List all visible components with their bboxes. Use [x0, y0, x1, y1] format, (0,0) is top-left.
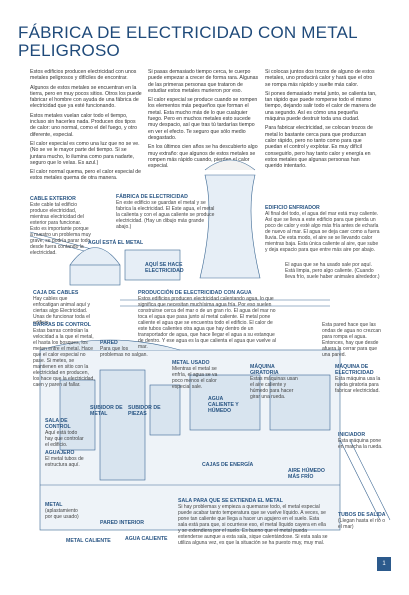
label-metal: METAL(aplastamiento por que usado) [45, 502, 79, 520]
label-aire-humedo: AIRE HÚMEDO MÁS FRÍO [288, 468, 325, 480]
label-cajas-energia: CAJAS DE ENERGÍA [202, 462, 254, 468]
paragraph: El calor especial se produce cuando se r… [148, 97, 258, 141]
label-pared-agua: Esta pared hace que las ondas de agua no… [322, 322, 381, 358]
paragraph: Algunos de estos metales se encuentran e… [30, 84, 142, 110]
paragraph: El calor normal quema, pero el calor esp… [30, 169, 142, 182]
turbine-hall [124, 249, 181, 281]
paragraph: Si pasas demasiado tiempo cerca, te cuer… [148, 69, 259, 94]
paragraph: Para fabricar electricidad, se colocan t… [265, 125, 373, 170]
label-agua-esta-metal: AGUÍ ESTÁ EL METAL [88, 240, 144, 246]
paragraph: Si pones demasiado metal junto, se calie… [265, 90, 377, 123]
label-metal-caliente: METAL CALIENTE [66, 538, 111, 544]
paragraph: Estos metales vuelan calor todo el tiemp… [30, 112, 137, 138]
label-agua-caliente: AGUA CALIENTE [125, 536, 168, 542]
paragraph: En los últimos cien años se ha descubier… [148, 144, 258, 170]
outlet-pipe [349, 439, 391, 521]
spent-fuel [149, 384, 181, 436]
generator [269, 374, 331, 431]
paragraph: Si colocas juntos dos trozos de alguno d… [265, 69, 375, 88]
cooling-tower [199, 174, 261, 279]
containment-dome [39, 339, 181, 351]
power-line [29, 231, 96, 251]
intro-column-3: Si colocas juntos dos trozos de alguno d… [265, 69, 377, 172]
label-agua-hace-electricidad: AQUÍ SE HACE ELECTRICIDAD [145, 262, 184, 274]
reactor-core [99, 369, 146, 481]
steam-cloud [204, 159, 256, 171]
paragraph: El calor especial es como una luz que no… [30, 140, 140, 166]
label-aire-sube: El agua que se ha usado sale por aquí. E… [285, 262, 380, 280]
label-subidor-metal: SUBIDOR DE METAL [90, 405, 123, 417]
intro-column-1: Estos edificios producen electricidad co… [30, 69, 142, 185]
label-agua-caliente-humedo: AGUA CALIENTE Y HÚMEDO [208, 396, 239, 414]
label-pared-interior: PARED INTERIOR [100, 520, 144, 526]
control-room [59, 379, 96, 451]
reactor-base [69, 264, 121, 286]
label-tubos-salida: TUBOS DE SALIDA(Llegan hasta el río o el… [338, 512, 386, 530]
paragraph: Estos edificios producen electricidad co… [30, 69, 137, 82]
page-number: 1 [377, 557, 391, 571]
turbine [189, 374, 261, 431]
label-subidor-piezas: SUBIDOR DE PIEZAS [128, 405, 161, 417]
reactor-dome [69, 247, 121, 266]
outlet-pipe [339, 439, 381, 521]
intro-column-2: Si pasas demasiado tiempo cerca, te cuer… [148, 69, 260, 172]
page-title: FÁBRICA DE ELECTRICIDAD CON METAL PELIGR… [18, 23, 358, 60]
